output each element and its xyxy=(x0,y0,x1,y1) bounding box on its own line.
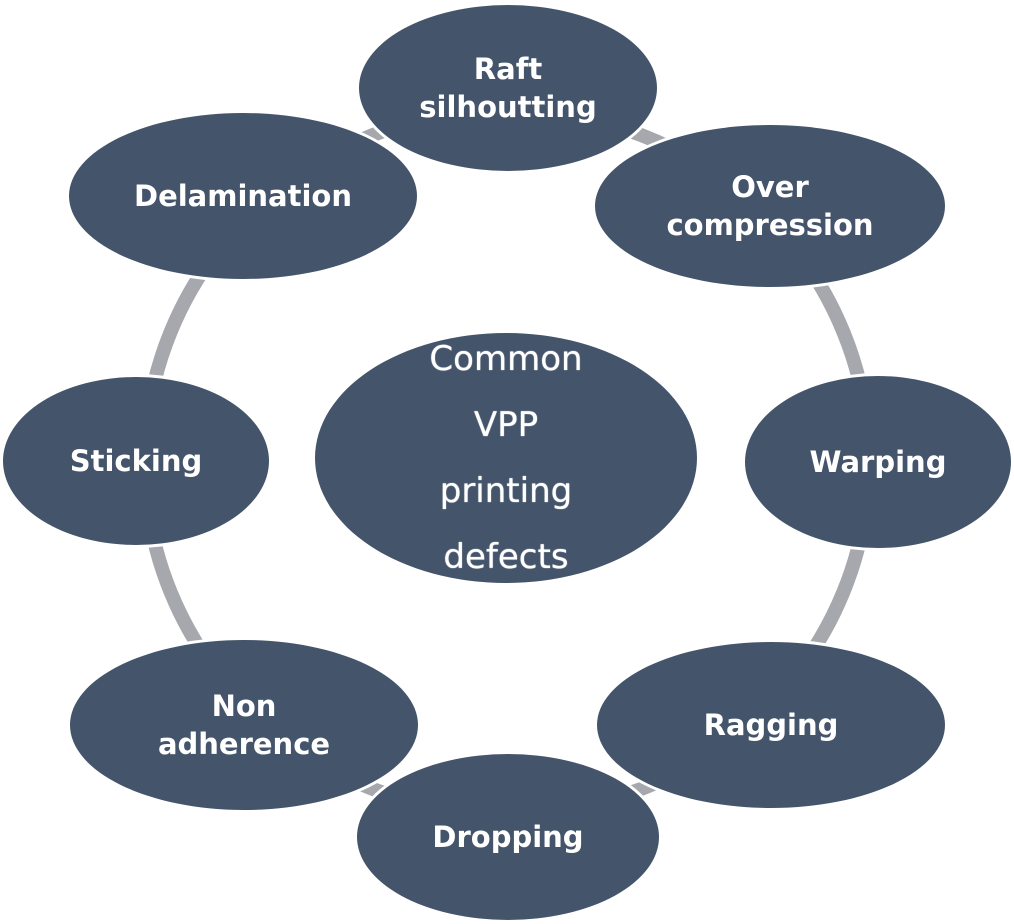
node-over-compression: Over compression xyxy=(592,122,948,290)
center-label: Common VPP printing defects xyxy=(429,339,583,577)
node-label: Dropping xyxy=(432,820,584,854)
node-dropping: Dropping xyxy=(354,751,662,923)
node-delamination: Delamination xyxy=(66,110,420,282)
center-node: Common VPP printing defects xyxy=(312,330,700,586)
node-non-adherence: Non adherence xyxy=(67,637,421,813)
node-label: Raft silhoutting xyxy=(419,52,597,124)
node-sticking: Sticking xyxy=(0,374,272,548)
node-label: Over compression xyxy=(666,170,874,242)
node-warping: Warping xyxy=(742,373,1014,551)
node-label: Non adherence xyxy=(157,689,331,761)
node-label: Sticking xyxy=(69,444,203,478)
node-label: Delamination xyxy=(134,179,352,213)
node-raft-silhoutting: Raft silhoutting xyxy=(356,2,660,174)
node-label: Warping xyxy=(809,445,947,479)
node-ragging: Ragging xyxy=(594,639,948,811)
node-label: Ragging xyxy=(703,708,839,742)
